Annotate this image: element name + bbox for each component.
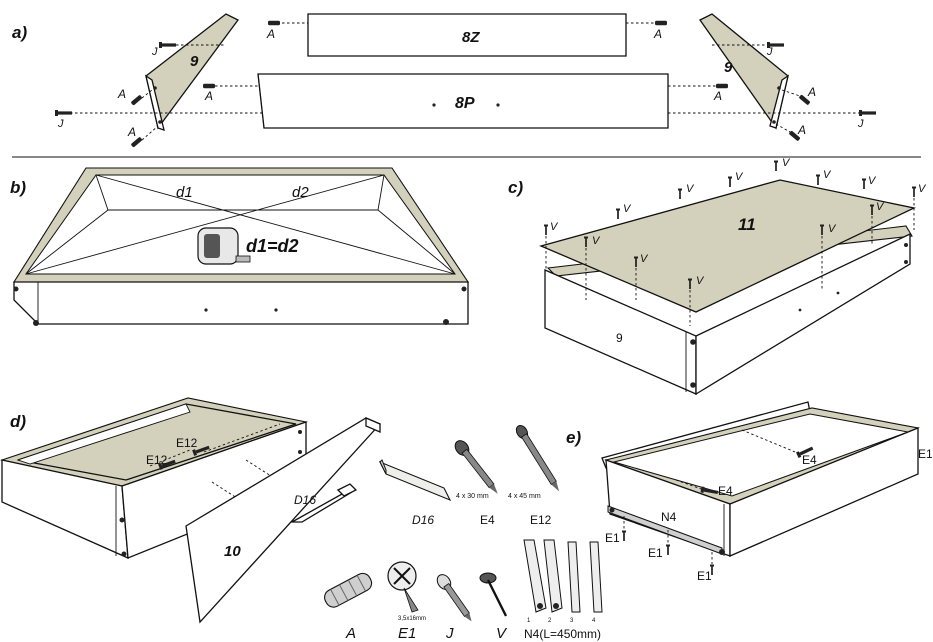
dowel-label-a5: A (117, 87, 126, 101)
screw-label-j1: J (151, 46, 158, 58)
nail-label-v7: V (735, 171, 744, 183)
nail-label-v5: V (686, 183, 695, 195)
step-e-label: e) (566, 428, 581, 447)
dowel-label-a7: A (807, 85, 816, 99)
screw-label-e4-2: E4 (718, 484, 733, 498)
legend-j-label: J (445, 625, 454, 642)
screw-label-j4: J (857, 118, 864, 130)
step-c-label: c) (508, 178, 523, 197)
tape-measure-icon (197, 227, 251, 265)
bracket-d16-icon (378, 459, 452, 502)
rail-number-4: 4 (592, 618, 596, 624)
rail-number-2: 2 (548, 618, 552, 624)
dowel-label-a2: A (653, 27, 662, 41)
screw-e1-icon (387, 561, 419, 613)
screw-label-e1-3: E1 (697, 569, 712, 583)
dowel-label-a6: A (127, 125, 136, 139)
nail-label-v8: V (782, 157, 791, 169)
screw-label-e1-1: E1 (605, 531, 620, 545)
panel-8z (307, 13, 627, 57)
legend-v-label: V (496, 625, 508, 642)
dowel-label-a1: A (266, 27, 275, 41)
nail-label-v13: V (918, 183, 927, 195)
nail-label-v6: V (696, 275, 705, 287)
nail-label-v10: V (828, 223, 837, 235)
legend-e12-size: 4 x 45 mm (508, 493, 541, 500)
front-panel-10-label: 10 (224, 543, 241, 560)
side-panel-c-label: 9 (616, 331, 623, 345)
screw-e4-icon (454, 440, 498, 494)
screw-label-e1-edge: E1 (918, 447, 933, 461)
screw-label-j2: J (57, 118, 64, 130)
diag-label-d2: d2 (292, 184, 309, 201)
dowel-label-a3: A (204, 89, 213, 103)
step-d-label: d) (10, 412, 26, 431)
screw-e12-icon (515, 424, 560, 492)
nail-label-v11: V (868, 175, 877, 187)
screw-label-e12-2: E12 (146, 453, 168, 467)
screw-label-e12-1: E12 (176, 436, 198, 450)
rail-number-3: 3 (570, 618, 574, 624)
dowel-label-a8: A (797, 123, 806, 137)
nail-label-v3: V (623, 203, 632, 215)
screw-label-j3: J (766, 46, 773, 58)
legend-e1-size: 3,5x16mm (398, 616, 426, 622)
runner-n4-icon (523, 539, 603, 613)
nail-label-v1: V (550, 221, 559, 233)
step-a-label: a) (12, 23, 27, 42)
equation-label: d1=d2 (246, 236, 299, 256)
bracket-label-d16: D16 (294, 493, 316, 507)
diagonal-d1 (95, 174, 456, 275)
legend-e4-size: 4 x 30 mm (456, 493, 489, 500)
dowel-label-a4: A (713, 89, 722, 103)
panel-8z-label: 8Z (462, 29, 480, 46)
diag-label-d1: d1 (176, 184, 193, 201)
legend-e4-label: E4 (480, 513, 495, 527)
legend-n4-label: N4(L=450mm) (524, 627, 601, 641)
nail-label-v4: V (640, 253, 649, 265)
legend-e1-label: E1 (398, 625, 416, 642)
legend-d16-label: D16 (412, 513, 434, 527)
screw-label-e4-1: E4 (802, 453, 817, 467)
side-panel-right-label: 9 (724, 59, 733, 76)
diagonal-d2 (25, 174, 385, 275)
legend-e12-label: E12 (530, 513, 552, 527)
rail-number-1: 1 (527, 618, 531, 624)
dowel-a-icon (324, 572, 373, 608)
top-panel-11-label: 11 (738, 215, 756, 234)
side-panel-left-label: 9 (190, 53, 199, 70)
panel-8p-label: 8P (455, 95, 475, 112)
legend-a-label: A (345, 625, 356, 642)
nail-label-v12: V (876, 201, 885, 213)
step-b-label: b) (10, 178, 26, 197)
screw-label-e1-2: E1 (648, 546, 663, 560)
nail-v-icon (479, 572, 508, 617)
nail-label-v2: V (592, 235, 601, 247)
nail-label-v9: V (823, 169, 832, 181)
screw-j-icon (436, 574, 472, 622)
runner-label-n4: N4 (661, 510, 677, 524)
